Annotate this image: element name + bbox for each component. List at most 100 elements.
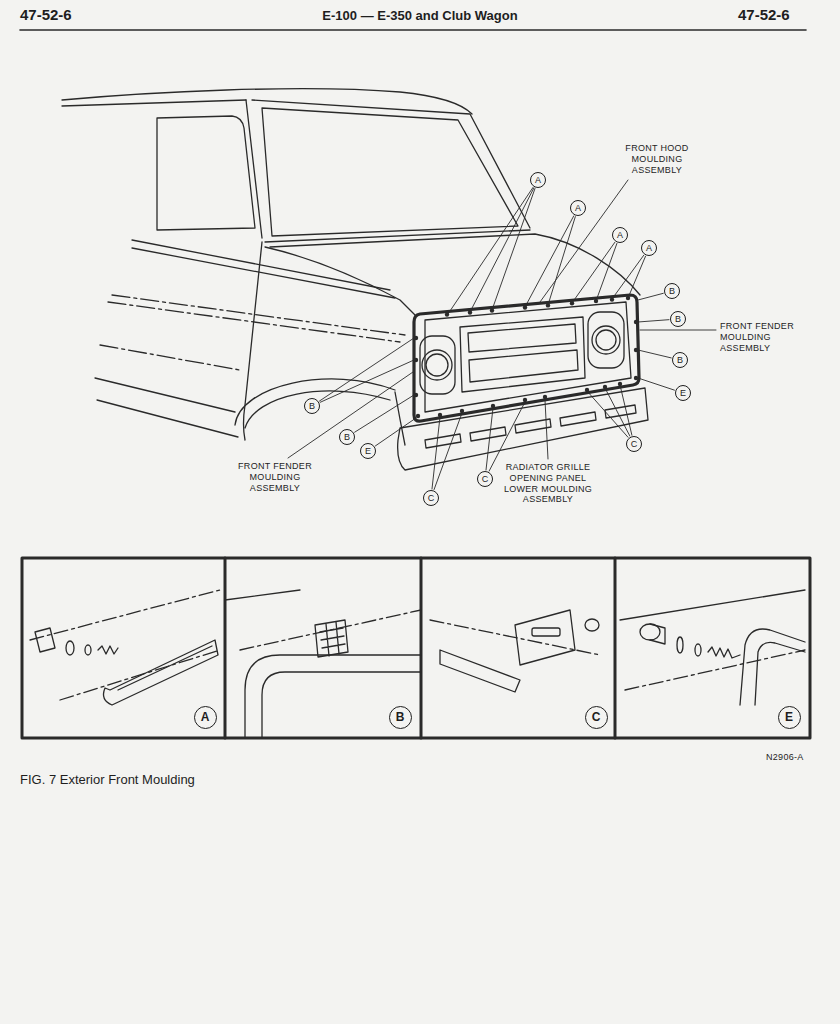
leader-line bbox=[620, 385, 632, 435]
callout-circle: B bbox=[672, 352, 688, 368]
leader-line bbox=[638, 378, 674, 390]
callout-letter: C bbox=[428, 494, 435, 503]
detail-panels-part bbox=[708, 647, 740, 658]
leader-line bbox=[572, 242, 615, 303]
callout-circle: B bbox=[670, 311, 686, 327]
front-panel-part bbox=[470, 427, 506, 441]
page-number: 47-52-6 bbox=[20, 6, 110, 24]
fastener-dots-part bbox=[460, 409, 464, 413]
van-outline-part bbox=[112, 295, 405, 335]
leader-line bbox=[432, 417, 440, 489]
callout-letter: C bbox=[631, 440, 638, 449]
callout-circle: E bbox=[675, 385, 691, 401]
leader-line bbox=[638, 293, 663, 300]
part-name: RADIATOR GRILLE OPENING PANEL LOWER MOUL… bbox=[495, 462, 601, 505]
fastener-dots-part bbox=[523, 305, 527, 309]
leader-line bbox=[355, 395, 414, 432]
front-panel bbox=[398, 295, 648, 470]
leader-line bbox=[545, 400, 548, 459]
detail-panels-part bbox=[755, 642, 805, 705]
fastener-dots-part bbox=[438, 413, 442, 417]
front-panel-part bbox=[420, 336, 455, 394]
page-number: 47-52-6 bbox=[738, 6, 828, 24]
callout-circle: A bbox=[570, 200, 586, 216]
detail-panels-part bbox=[85, 645, 91, 655]
fastener-dots-part bbox=[610, 297, 614, 301]
fastener-dots-part bbox=[491, 404, 495, 408]
fastener-dots-part bbox=[416, 414, 420, 418]
van-outline-part bbox=[265, 247, 416, 316]
leader-line bbox=[486, 408, 493, 470]
fastener-dots-part bbox=[523, 398, 527, 402]
callout-letter: B bbox=[675, 315, 681, 324]
callout-circle: E bbox=[360, 443, 376, 459]
front-panel-part bbox=[588, 312, 624, 368]
detail-panels-part bbox=[118, 646, 212, 690]
van-outline-part bbox=[246, 100, 262, 238]
part-name: FRONT HOOD MOULDING ASSEMBLY bbox=[617, 143, 697, 175]
callout-circle: C bbox=[423, 490, 439, 506]
van-outline-part bbox=[95, 378, 235, 412]
leader-line bbox=[319, 338, 414, 401]
panel-callout: B bbox=[389, 706, 412, 729]
detail-panels-part bbox=[30, 590, 220, 640]
figure-caption: FIG. 7 Exterior Front Moulding bbox=[20, 772, 420, 788]
detail-panels-part bbox=[320, 622, 345, 656]
leader-line bbox=[587, 391, 628, 437]
front-panel-part bbox=[460, 317, 585, 392]
callout-letter: E bbox=[785, 711, 793, 723]
panel-callout: C bbox=[585, 706, 608, 729]
callout-circle: A bbox=[612, 227, 628, 243]
figure-code: N2906-A bbox=[766, 752, 826, 763]
callout-circle: B bbox=[664, 283, 680, 299]
van-outline-part bbox=[132, 240, 390, 290]
fastener-dots-part bbox=[543, 395, 547, 399]
callout-letter: B bbox=[677, 356, 683, 365]
leader-line bbox=[596, 243, 617, 301]
front-panel-part bbox=[426, 354, 448, 376]
callout-letter: C bbox=[592, 711, 601, 723]
detail-panels-part bbox=[224, 558, 227, 738]
callout-circle: C bbox=[626, 436, 642, 452]
front-panel-part bbox=[469, 350, 578, 382]
leader-line bbox=[288, 372, 413, 458]
van-outline bbox=[62, 89, 640, 445]
callout-circle: B bbox=[304, 398, 320, 414]
detail-panels-part bbox=[695, 644, 701, 656]
callout-circle: A bbox=[641, 240, 657, 256]
detail-panels-part bbox=[650, 624, 665, 644]
detail-panels-part bbox=[440, 650, 520, 692]
callout-circle: A bbox=[530, 172, 546, 188]
detail-panels-part bbox=[620, 590, 805, 620]
leader-line bbox=[638, 350, 671, 358]
front-panel-part bbox=[596, 330, 616, 350]
detail-panels-part bbox=[614, 558, 617, 738]
van-outline-part bbox=[132, 248, 395, 298]
detail-panels-part bbox=[315, 620, 348, 657]
panel-callout: A bbox=[194, 706, 217, 729]
running-title: E-100 — E-350 and Club Wagon bbox=[210, 8, 630, 24]
detail-panels bbox=[22, 558, 810, 738]
part-name: FRONT FENDER MOULDING ASSEMBLY bbox=[720, 321, 812, 353]
van-outline-part bbox=[395, 392, 405, 445]
fastener-dots-part bbox=[468, 310, 472, 314]
callout-letter: E bbox=[680, 389, 686, 398]
detail-panels-part bbox=[22, 558, 810, 738]
detail-panels-part bbox=[245, 655, 421, 737]
leader-line bbox=[540, 180, 628, 302]
detail-panels-part bbox=[35, 628, 55, 652]
van-outline-part bbox=[245, 391, 390, 428]
detail-panels-part bbox=[515, 610, 575, 665]
detail-panels-part bbox=[532, 628, 560, 636]
leader-line bbox=[638, 320, 669, 322]
leader-line bbox=[548, 217, 575, 305]
fastener-dots-part bbox=[634, 348, 638, 352]
leader-lines bbox=[288, 180, 716, 490]
detail-panels-part bbox=[104, 640, 218, 705]
panel-callout: E bbox=[778, 706, 801, 729]
front-panel-part bbox=[592, 326, 620, 354]
fastener-dots bbox=[414, 296, 638, 418]
van-outline-part bbox=[62, 100, 246, 106]
header-rule bbox=[20, 29, 806, 31]
